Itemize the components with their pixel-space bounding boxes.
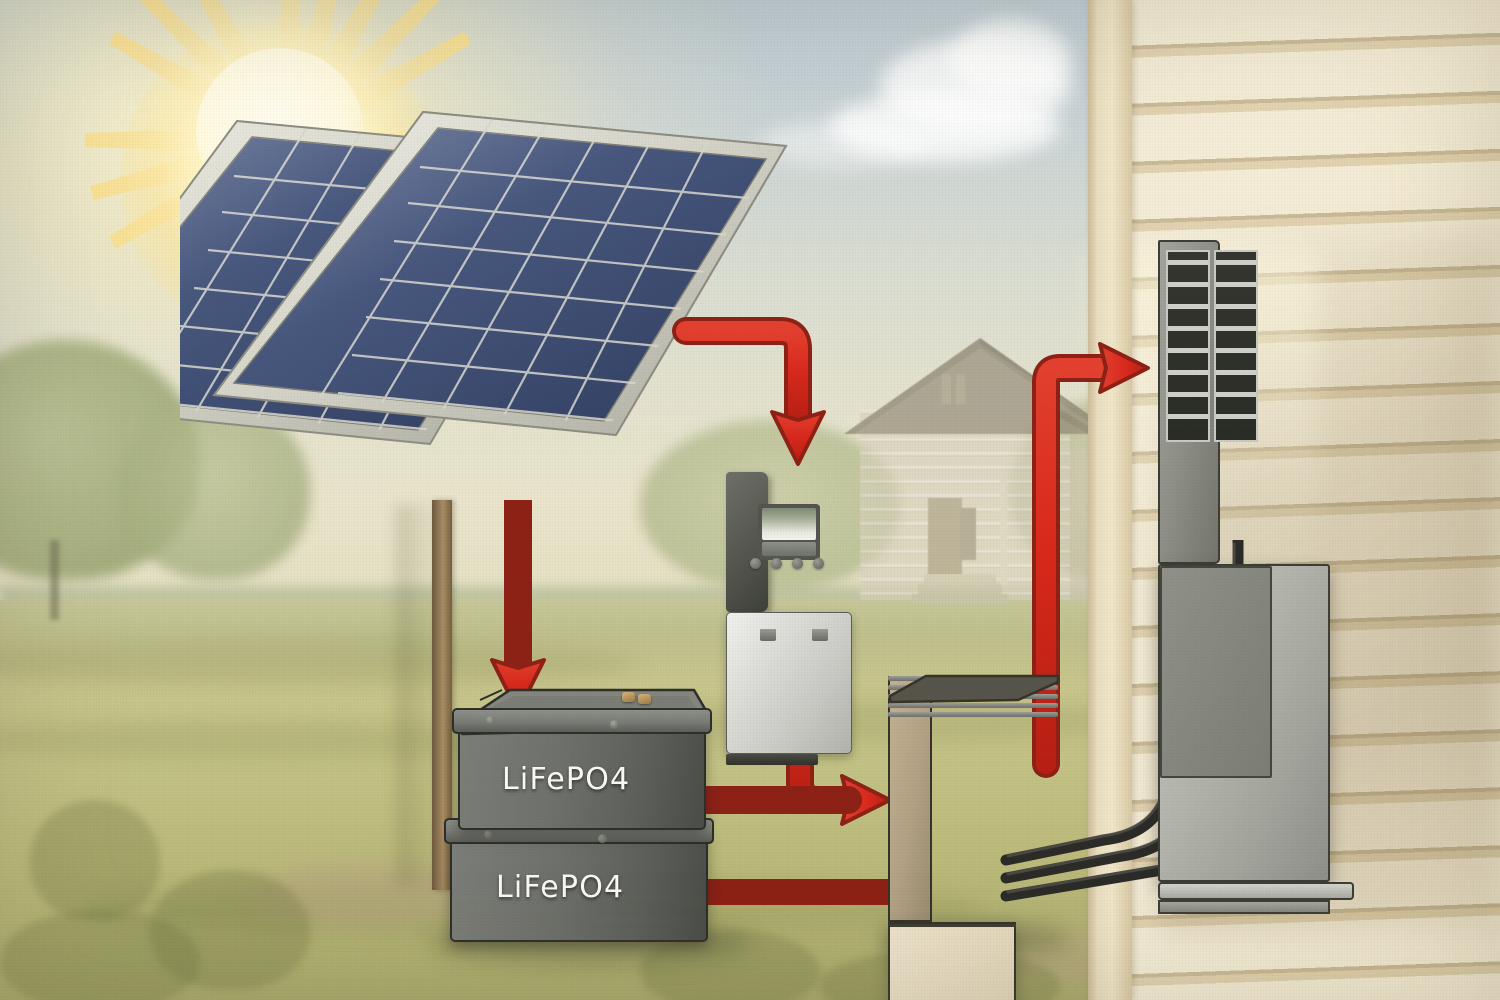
charge-controller[interactable]: [726, 472, 886, 765]
panel-bottom-lip: [1158, 900, 1330, 914]
panel-top-cap: [1158, 882, 1354, 900]
battery-lower-bolt-2: [598, 834, 607, 843]
grass-tuft-1: [30, 800, 160, 920]
tree-1-trunk: [50, 540, 59, 620]
battery-lower-body: [450, 828, 708, 942]
controller-button-2[interactable]: [771, 558, 782, 569]
controller-foot-right: [812, 629, 828, 641]
panel-front-body: [1158, 250, 1330, 882]
battery-terminal-negative: [638, 694, 651, 704]
inverter-seam: [890, 924, 1016, 927]
cloud-4: [760, 120, 930, 168]
main-breaker-panel[interactable]: [1158, 240, 1380, 914]
controller-foot-left: [760, 629, 776, 641]
solar-module-right-render[interactable]: [180, 95, 800, 525]
battery-upper-bolt-2: [610, 720, 619, 729]
controller-button-1[interactable]: [750, 558, 761, 569]
controller-lcd-strip: [762, 542, 816, 556]
house-roof: [844, 338, 1130, 450]
controller-button-4[interactable]: [813, 558, 824, 569]
panel-breaker-window: [1160, 250, 1272, 778]
battery-upper-lid: [452, 708, 712, 734]
battery-upper-bolt-1: [486, 716, 495, 725]
grass-tuft-3: [0, 910, 200, 1000]
inverter-side-panel: [888, 676, 932, 922]
pole-shadow: [396, 505, 438, 885]
breaker-column-right[interactable]: [1214, 250, 1258, 442]
breaker-column-left[interactable]: [1166, 250, 1210, 442]
panel-mount-pole: [432, 500, 452, 890]
controller-lcd-display: [762, 508, 816, 540]
controller-front-face: [726, 504, 852, 754]
controller-button-3[interactable]: [792, 558, 803, 569]
inverter-top-face: [888, 674, 1060, 704]
battery-lower-bolt-1: [484, 830, 493, 839]
house-corner-trim: [1088, 0, 1132, 1000]
battery-lower-label: LiFePO4: [496, 870, 625, 905]
battery-upper-label: LiFePO4: [502, 762, 631, 797]
grass-tuft-2: [150, 870, 310, 990]
controller-base-plate: [726, 754, 818, 765]
battery-terminal-positive: [622, 692, 635, 702]
battery-upper[interactable]: LiFePO4: [452, 688, 712, 830]
inverter[interactable]: [888, 674, 1060, 1000]
controller-screen-bezel: [758, 504, 820, 560]
inverter-vent: [888, 676, 1058, 971]
cloud-2: [830, 92, 1060, 162]
tree-2: [120, 400, 310, 580]
inverter-front-panel: [888, 676, 1058, 1000]
battery-lower[interactable]: LiFePO4: [444, 818, 714, 942]
cloud-3: [950, 20, 1070, 98]
